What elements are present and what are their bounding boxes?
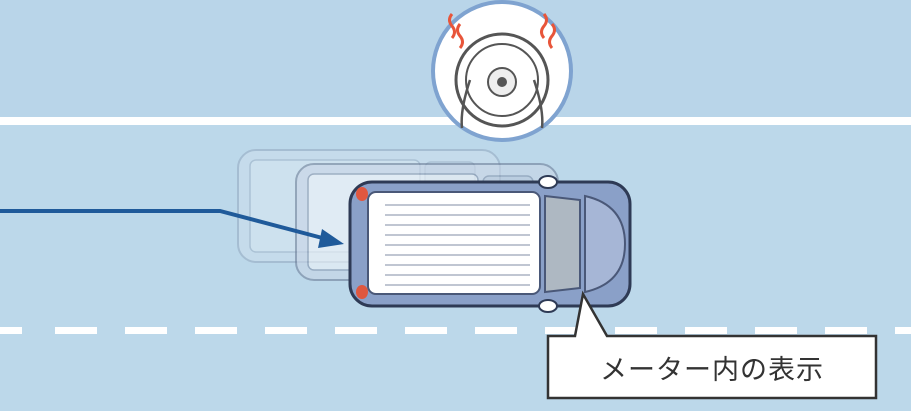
dashed-lane-line [0,327,911,334]
trajectory-arrow [0,209,344,248]
steering-wheel-vibration-icon [431,0,573,142]
callout-label: メーター内の表示 [600,354,824,386]
meter-display-callout [546,290,878,400]
main-car [348,175,632,313]
